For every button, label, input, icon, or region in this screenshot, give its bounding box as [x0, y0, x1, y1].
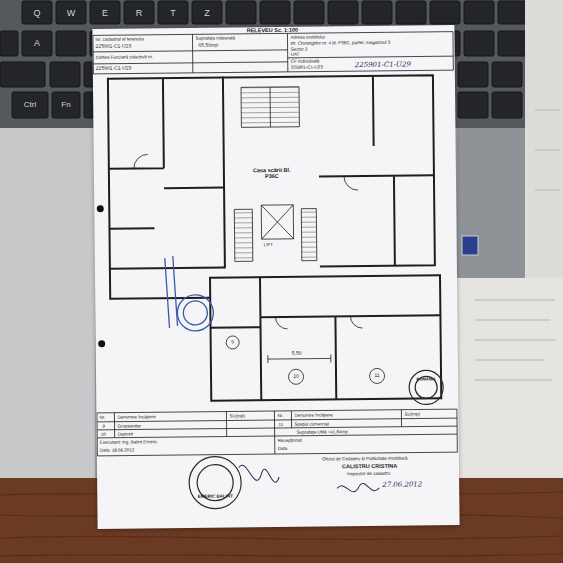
table-cell: Recepționat [278, 438, 302, 443]
keyboard-key [498, 1, 528, 24]
table-cell: Suprafața Utilă =41,64mp [297, 429, 348, 435]
table-cell: 225901-C1-U23 [291, 64, 323, 70]
key-label: Fn [61, 100, 70, 109]
handwritten-date: 27.06.2012 [382, 480, 422, 488]
table-cell: Nr. cadastral al terenului [95, 36, 144, 42]
keyboard-key [158, 1, 188, 24]
table-cell: Denumire încăpere [294, 412, 332, 418]
keyboard-key [464, 31, 494, 56]
keyboard-key [396, 1, 426, 24]
keyboard-key [0, 31, 18, 56]
stamp-text: CALISTRU CRISTINA [342, 463, 397, 470]
table-cell: Sector 2 [291, 47, 308, 52]
keyboard-key [12, 92, 48, 118]
table-cell: Cartea Funciară colectivă nr. [96, 54, 153, 60]
table-cell: SU(mp) [229, 413, 245, 418]
stamp-text: ROMÂNIA [416, 377, 435, 382]
keyboard-key [192, 1, 222, 24]
keyboard-key [260, 1, 290, 24]
table-cell: Grupsanitar [118, 423, 142, 428]
stamp-text: Inspector de cadastru [347, 471, 390, 477]
table-cell: 225901-C1-U23 [96, 66, 132, 72]
keyboard-key [498, 31, 528, 56]
table-cell: UAT [291, 52, 300, 57]
table-cell: Nr. [99, 415, 105, 420]
table-cell: Suprafața măsurată [195, 35, 235, 41]
table-cell: CF individuală [291, 59, 320, 64]
floor-plan [92, 25, 459, 529]
table-cell: 9 [103, 424, 106, 429]
stamp-text: EMERIC BALINT [194, 493, 236, 499]
key-label: Z [204, 8, 210, 18]
key-label: Ctrl [24, 100, 36, 109]
keyboard-key [52, 92, 80, 118]
keyboard-key [56, 31, 86, 56]
table-cell: 11 [279, 422, 284, 427]
keyboard-key [90, 1, 120, 24]
keyboard-key [22, 31, 52, 56]
table-cell: 65,50mp [199, 43, 219, 49]
table-cell: Executant: ing. Balint Emeric [100, 439, 158, 445]
keyboard-key [0, 62, 45, 87]
keyboard-key [430, 1, 460, 24]
key-label: R [136, 8, 143, 18]
dimension: 5,50 [292, 351, 302, 357]
stamp-text: Oficiul de Cadastru și Publicitate Imobi… [322, 456, 408, 462]
room-number: 11 [374, 373, 379, 379]
table-cell: Spațiul comercial [295, 421, 329, 427]
table-cell: 225901-C1-U23 [96, 44, 132, 50]
table-cell: SU(mp) [404, 412, 420, 417]
table-cell: str. Chiristigiilor nr. 4 bl. P36C, part… [291, 39, 451, 46]
keyboard-key [226, 1, 256, 24]
table-cell: Data [278, 446, 288, 451]
handwritten-note: 225901-C1-U29 [355, 61, 411, 70]
table-cell: Nr. [277, 413, 283, 418]
room-name: Casa scării Bl. P36C [247, 167, 297, 180]
table-cell: Data: 18.06.2012 [100, 447, 135, 453]
key-label: Q [33, 8, 40, 18]
key-label: W [67, 8, 76, 18]
keyboard-key [458, 92, 488, 118]
key-label: E [102, 8, 108, 18]
keyboard-key [492, 92, 522, 118]
keyboard-key [124, 1, 154, 24]
keyboard-key [22, 1, 52, 24]
keyboard-key [492, 62, 522, 87]
key-label: A [34, 38, 40, 48]
survey-sheet: RELEVEU Sc. 1:100Nr. cadastral al terenu… [92, 25, 459, 529]
keyboard-key [328, 1, 358, 24]
keyboard-key [56, 1, 86, 24]
key-label: T [170, 8, 176, 18]
room-number: 10 [293, 374, 299, 380]
sheet-title: RELEVEU Sc. 1:100 [247, 27, 298, 34]
room-number: 9 [231, 339, 234, 345]
keyboard-key [362, 1, 392, 24]
lift-label: LIFT [264, 242, 273, 247]
table-cell: Depozit [118, 432, 133, 437]
keyboard-key [458, 62, 488, 87]
keyboard-key [294, 1, 324, 24]
table-cell: 10 [101, 432, 106, 437]
table-cell: Adresa imobilului [290, 34, 324, 40]
table-cell: Denumire încăpere [117, 414, 155, 420]
keyboard-key [464, 1, 494, 24]
keyboard-key [50, 62, 80, 87]
